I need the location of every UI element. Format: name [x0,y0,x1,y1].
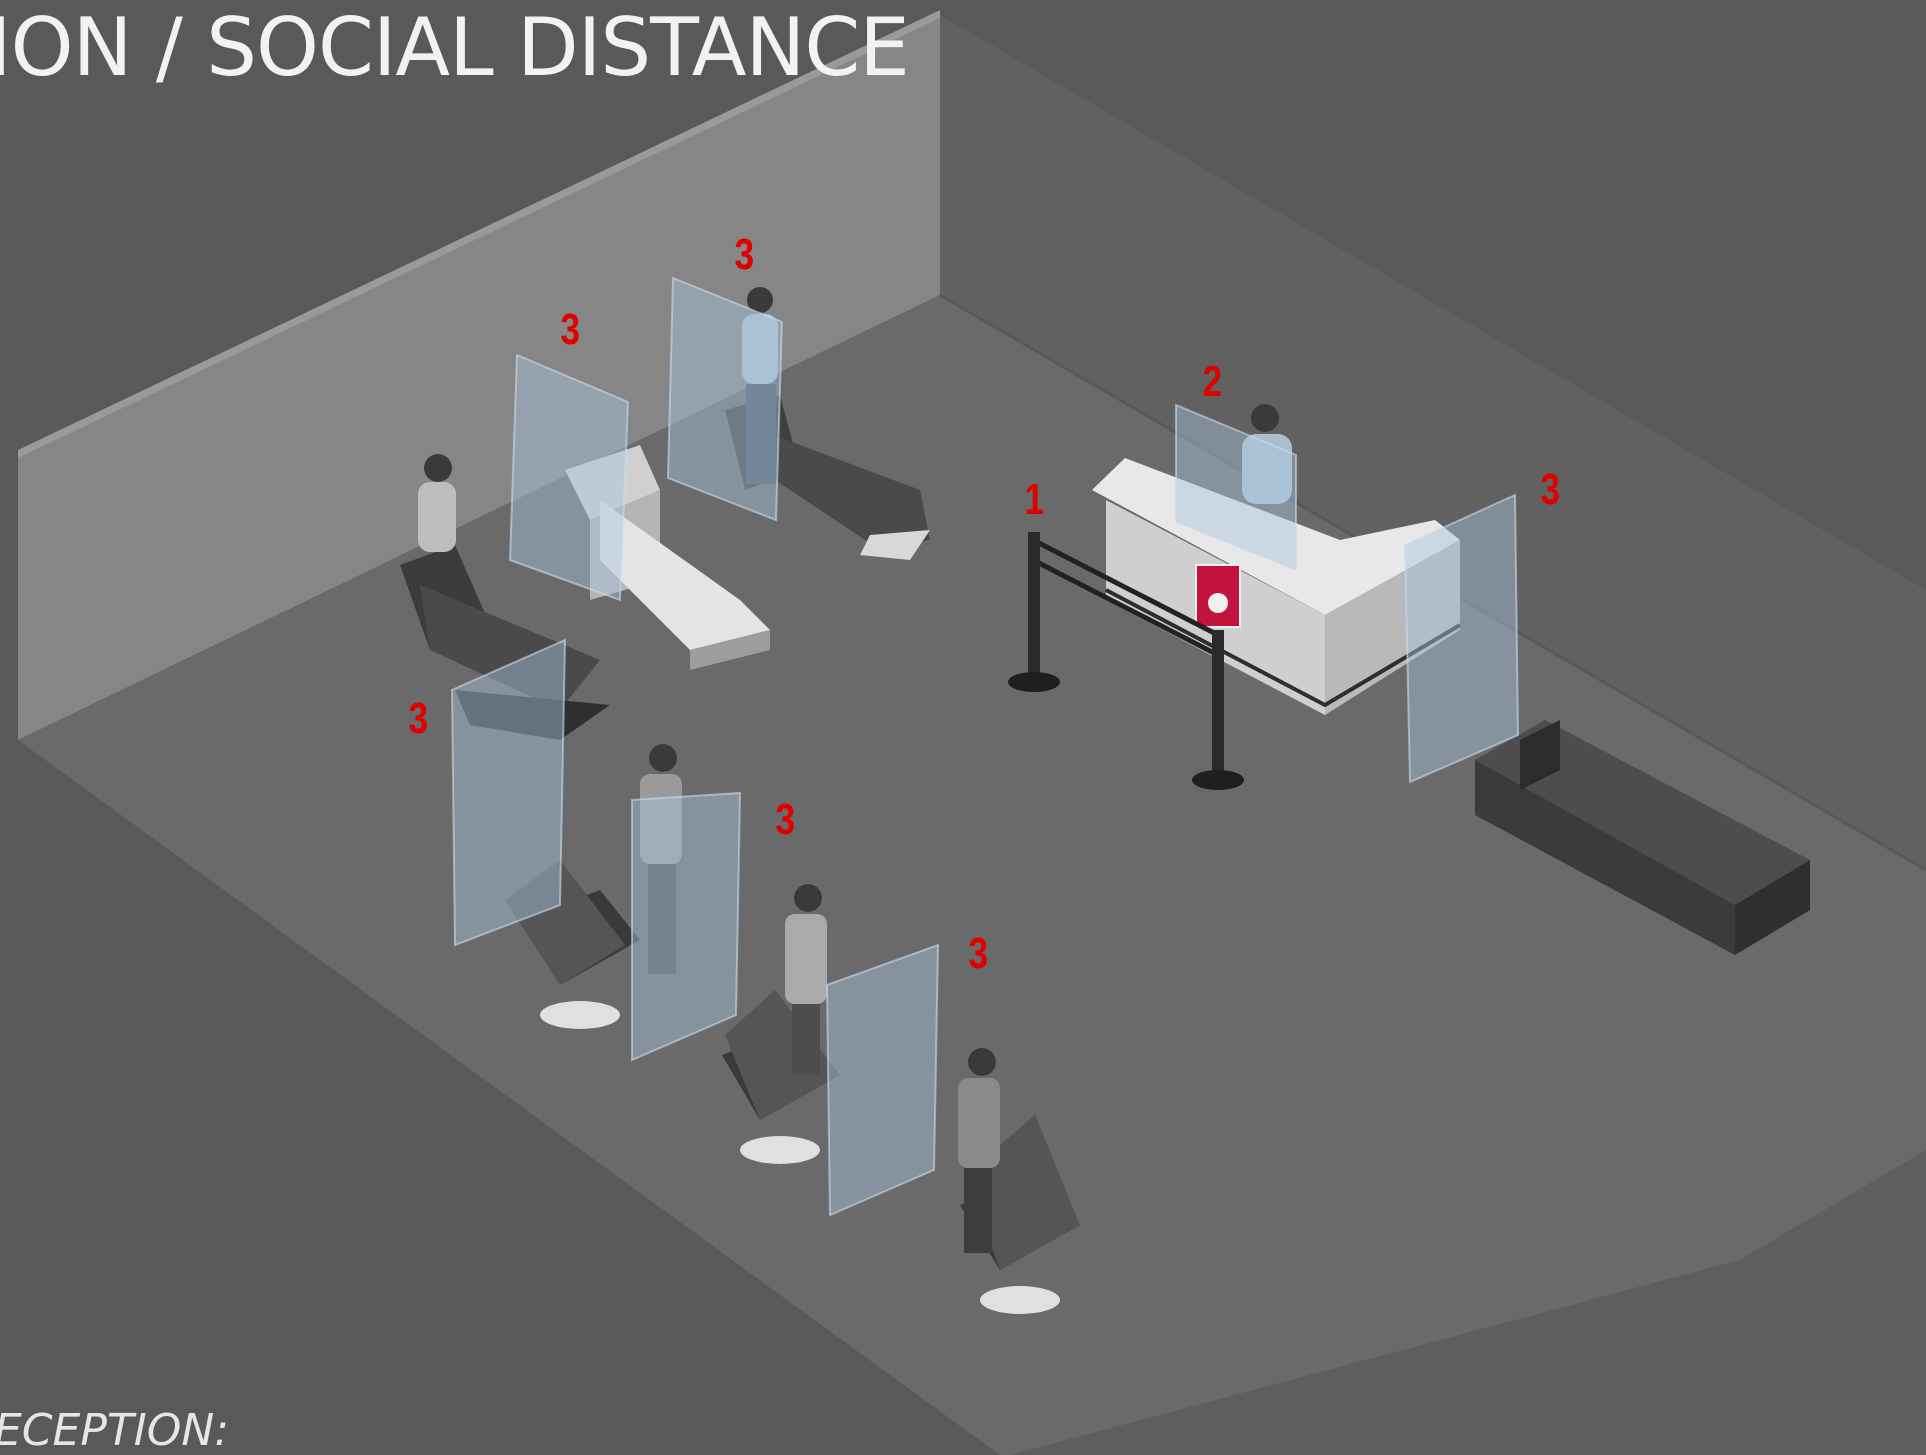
section-caption: ECEPTION: [0,1405,229,1455]
marker-chair-shield-2: 3 [968,932,988,976]
reception-side-shield [1405,495,1518,782]
wash-shield-right [668,278,782,520]
chair-shield-2 [827,945,938,1215]
marker-chair-shield-1: 3 [775,798,795,842]
marker-stanchion: 1 [1024,478,1044,522]
chair-shield-1 [632,793,740,1060]
marker-reception-shield: 2 [1202,360,1222,404]
reception-sign [1196,565,1240,627]
page-title: ION / SOCIAL DISTANCE [0,0,909,96]
marker-side-shield: 3 [408,697,428,741]
marker-wash-shield-left: 3 [560,308,580,352]
marker-reception-side-shield: 3 [1540,468,1560,512]
marker-wash-shield-right: 3 [734,233,754,277]
side-shield [452,640,565,945]
